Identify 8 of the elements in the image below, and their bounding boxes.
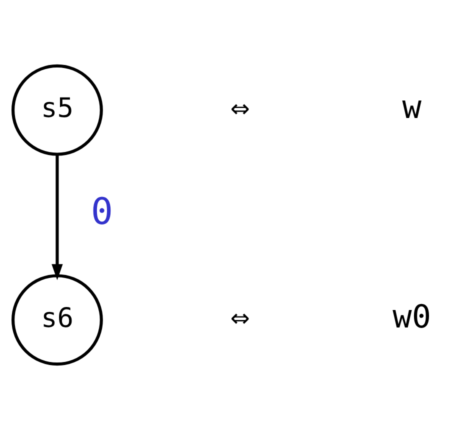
node-circle: s6 — [12, 274, 103, 366]
label: w0 — [392, 297, 432, 336]
label: ⇔ — [230, 87, 250, 126]
node-circle: s5 — [12, 64, 103, 156]
edge-label: 0 — [90, 190, 114, 233]
label: w — [402, 87, 422, 126]
arrow — [52, 154, 63, 280]
label: ⇔ — [230, 297, 250, 336]
